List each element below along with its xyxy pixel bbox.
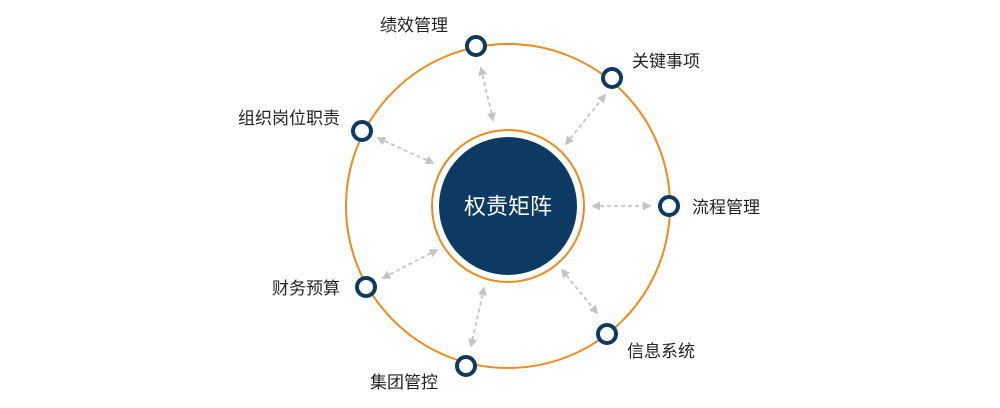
arrow-performance bbox=[478, 66, 496, 122]
center-node: 权责矩阵 bbox=[431, 129, 585, 283]
arrow-key-items bbox=[564, 93, 607, 146]
arrow-budget bbox=[381, 249, 439, 279]
node-label-budget: 财务预算 bbox=[272, 279, 340, 299]
center-label: 权责矩阵 bbox=[464, 195, 552, 220]
node-marker bbox=[355, 276, 377, 298]
node-key-items: 关键事项 bbox=[601, 52, 700, 89]
arrow-info-system bbox=[560, 268, 599, 315]
node-marker bbox=[455, 355, 477, 377]
node-marker bbox=[596, 323, 618, 345]
node-budget: 财务预算 bbox=[272, 276, 377, 299]
node-marker bbox=[465, 35, 487, 57]
node-info-system: 信息系统 bbox=[596, 323, 695, 362]
node-marker bbox=[351, 120, 373, 142]
node-label-group-control: 集团管控 bbox=[370, 373, 438, 393]
node-process: 流程管理 bbox=[658, 195, 760, 218]
node-label-process: 流程管理 bbox=[692, 198, 760, 218]
node-label-key-items: 关键事项 bbox=[632, 52, 700, 72]
node-label-info-system: 信息系统 bbox=[627, 342, 695, 362]
connector-arrows bbox=[376, 66, 652, 348]
arrow-org-duty bbox=[376, 136, 435, 165]
node-label-org-duty: 组织岗位职责 bbox=[238, 109, 340, 129]
center-disc bbox=[439, 137, 577, 275]
node-label-performance: 绩效管理 bbox=[380, 16, 448, 36]
node-performance: 绩效管理 bbox=[380, 16, 487, 57]
node-org-duty: 组织岗位职责 bbox=[238, 109, 373, 142]
arrow-group-control bbox=[468, 286, 487, 348]
node-group-control: 集团管控 bbox=[370, 355, 477, 393]
node-marker bbox=[658, 195, 680, 217]
node-marker bbox=[601, 67, 623, 89]
